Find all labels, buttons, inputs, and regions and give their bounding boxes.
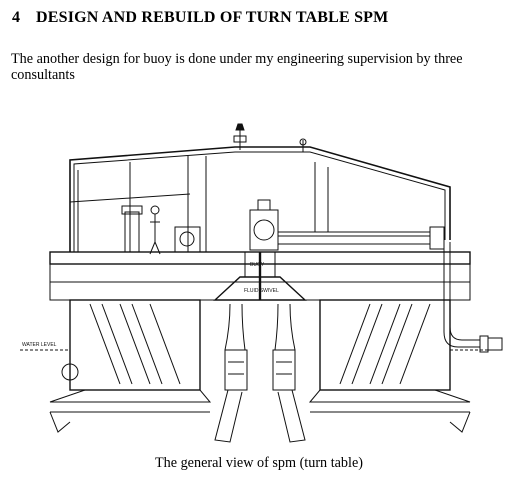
hose-pipe xyxy=(443,242,503,353)
center-funnel xyxy=(213,251,307,351)
mast xyxy=(233,123,307,152)
section-title: DESIGN AND REBUILD OF TURN TABLE SPM xyxy=(36,9,389,26)
deck-equipment xyxy=(121,199,445,255)
buoy-label: BUOY xyxy=(250,262,265,268)
spm-line-drawing: BUOY WATER LEVEL FLUID SWIVEL xyxy=(20,123,503,443)
fluid-swivel-label: FLUID SWIVEL xyxy=(244,288,279,294)
right-hull xyxy=(319,299,500,391)
section-heading: 4 DESIGN AND REBUILD OF TURN TABLE SPM xyxy=(12,9,388,27)
upper-railing xyxy=(69,146,451,252)
figure-caption: The general view of spm (turn table) xyxy=(154,455,363,471)
spm-drawing: BUOY WATER LEVEL FLUID SWIVEL xyxy=(10,122,510,452)
water-level-label: WATER LEVEL xyxy=(22,342,57,348)
lower-legs xyxy=(214,349,306,443)
body-paragraph: The another design for buoy is done unde… xyxy=(11,51,463,83)
section-number: 4 xyxy=(12,9,21,26)
bottom-skirt xyxy=(49,389,471,433)
